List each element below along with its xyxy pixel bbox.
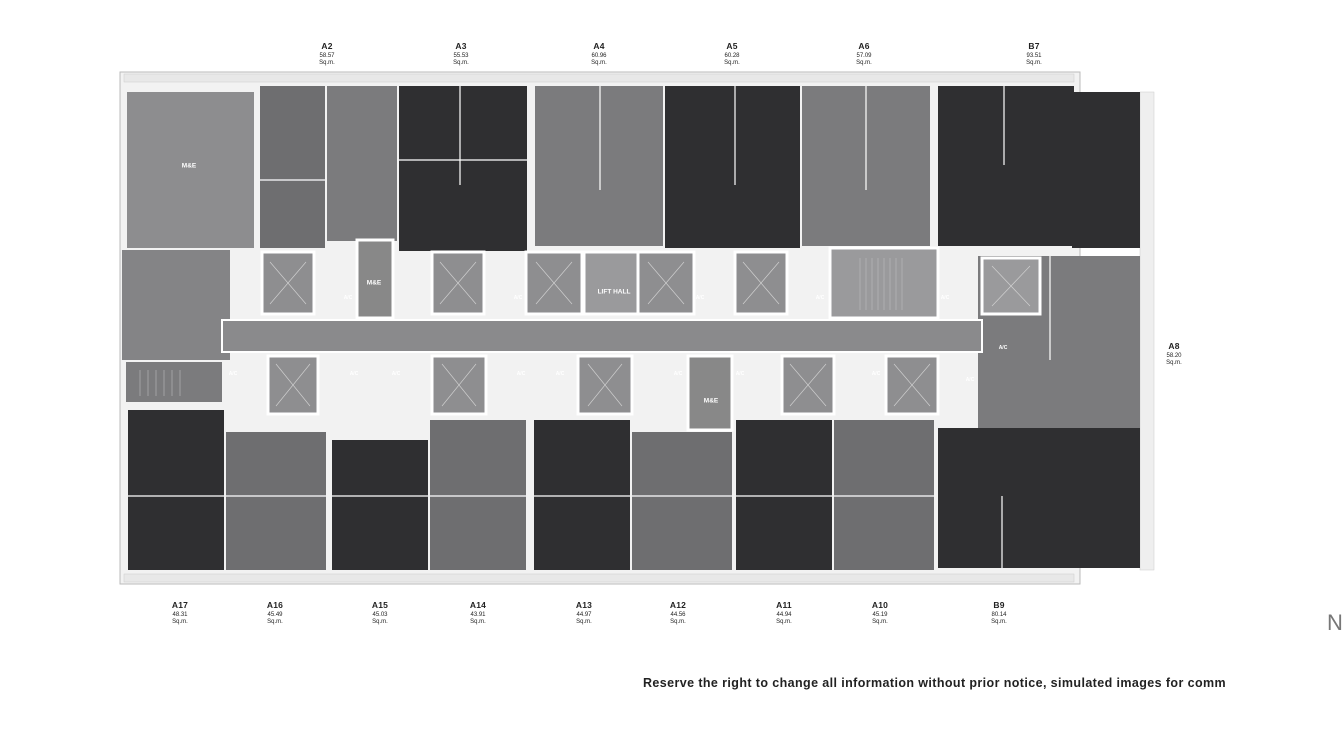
ac-label: A/C: [735, 371, 745, 377]
me-label-large: M&E: [181, 162, 197, 170]
stair-treads: [139, 258, 903, 396]
unit-a17-area: [128, 410, 224, 570]
ac-label: A/C: [228, 371, 238, 377]
unit-label-a14: A14 43.91 Sq.m.: [469, 600, 487, 625]
unit-label-a10: A10 45.19 Sq.m.: [871, 600, 889, 625]
lift-9: [576, 354, 634, 416]
unit-label-a8: A8 58.20 Sq.m.: [1166, 341, 1182, 366]
ac-label: A/C: [673, 371, 683, 377]
unit-a4-area: [535, 86, 663, 246]
unit-label-a3: A3 55.53 Sq.m.: [453, 41, 469, 66]
unit-a14-area: [430, 420, 526, 570]
ac-label: A/C: [349, 371, 359, 377]
unit-label-a11: A11 44.94 Sq.m.: [776, 600, 792, 625]
unit-label-a12: A12 44.56 Sq.m.: [669, 600, 687, 625]
disclaimer-text: Reserve the right to change all informat…: [643, 676, 1227, 690]
north-indicator: N: [1327, 610, 1342, 635]
unit-a5-area: [665, 86, 800, 248]
ac-label: A/C: [871, 371, 881, 377]
left-wing: [122, 250, 230, 360]
unit-label-a17: A17 48.31 Sq.m.: [171, 600, 189, 625]
ac-label: A/C: [343, 295, 353, 301]
corridor: [221, 319, 983, 353]
ac-label: A/C: [516, 371, 526, 377]
unit-label-a6: A6 57.09 Sq.m.: [856, 41, 872, 66]
unit-a3-area: [399, 86, 527, 251]
unit-label-b9: B9 80.14 Sq.m.: [991, 600, 1007, 625]
unit-label-a13: A13 44.97 Sq.m.: [575, 600, 593, 625]
unit-a2-living: [327, 86, 397, 241]
me-room-large: [127, 92, 254, 248]
left-stair: [126, 362, 222, 402]
lift-crosses: [269, 261, 1031, 407]
unit-a15-area: [332, 440, 428, 570]
unit-a2-area: [260, 86, 325, 248]
lift-hall-label: LIFT HALL: [597, 288, 631, 296]
me-label-shaft-top: M&E: [366, 279, 382, 287]
unit-label-a15: A15 45.03 Sq.m.: [371, 600, 389, 625]
ac-label: A/C: [815, 295, 825, 301]
unit-label-a2: A2 58.57 Sq.m.: [319, 41, 335, 66]
unit-a16-area: [226, 432, 326, 570]
ac-label: A/C: [940, 295, 950, 301]
balcony-strip-right: [1139, 91, 1155, 571]
unit-label-a16: A16 45.49 Sq.m.: [266, 600, 284, 625]
me-shaft-top: [355, 238, 395, 320]
ac-label: A/C: [513, 295, 523, 301]
unit-label-a5: A5 60.28 Sq.m.: [724, 41, 740, 66]
unit-a13-area: [534, 420, 630, 570]
ac-label: A/C: [695, 295, 705, 301]
lift-hall: [582, 250, 640, 316]
unit-a10-area: [834, 420, 934, 570]
unit-a11-area: [736, 420, 832, 570]
me-label-shaft-bottom: M&E: [703, 397, 719, 405]
unit-b7-area: [938, 86, 1074, 246]
unit-a12-area: [632, 432, 732, 570]
ac-label: A/C: [965, 377, 975, 383]
unit-b9-area: [938, 428, 1140, 568]
balcony-strip-top: [123, 73, 1075, 83]
me-shaft-bottom: [686, 354, 734, 432]
balcony-strip-bottom: [123, 573, 1075, 583]
unit-label-b7: B7 93.51 Sq.m.: [1026, 41, 1042, 66]
unit-b7-bedroom: [1072, 92, 1140, 248]
unit-label-a4: A4 60.96 Sq.m.: [591, 41, 607, 66]
ac-label: A/C: [391, 371, 401, 377]
room-dividers: [128, 86, 1051, 568]
ac-label: A/C: [998, 345, 1008, 351]
ac-label: A/C: [555, 371, 565, 377]
